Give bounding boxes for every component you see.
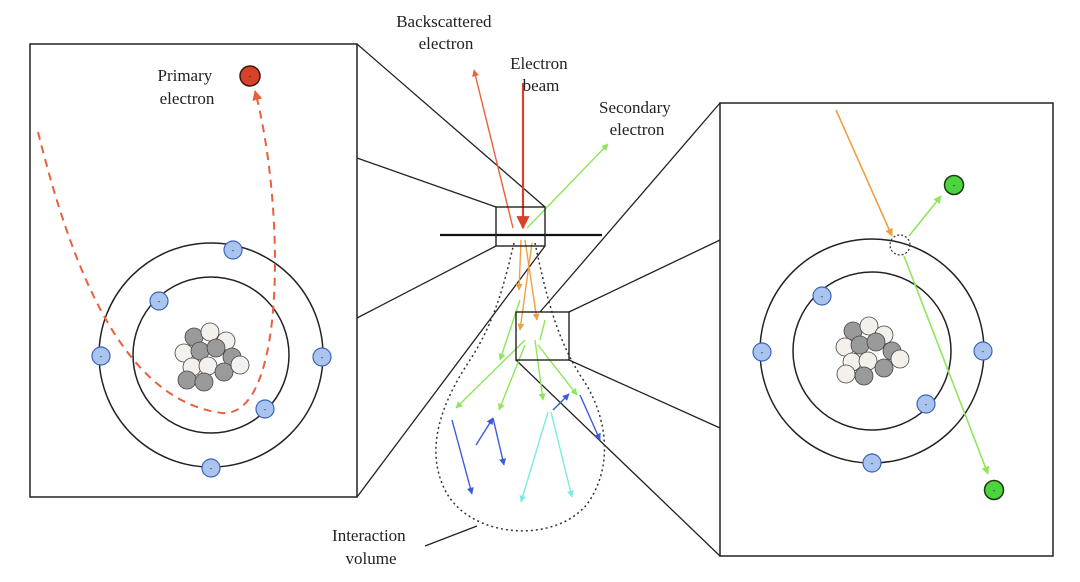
secondary-electron-icon: -: [983, 479, 1005, 501]
vacancy-circle: [889, 234, 911, 256]
svg-text:-: -: [925, 400, 928, 409]
zoom-box-interior: [515, 311, 570, 361]
svg-text:-: -: [100, 352, 103, 361]
left-zoom-panel: - - - - - - - Primary electron: [29, 43, 358, 498]
svg-text:-: -: [761, 348, 764, 357]
svg-text:-: -: [264, 405, 267, 414]
secondary-emission-arrow: [908, 195, 942, 237]
secondary-electron-icon: -: [943, 174, 965, 196]
orbital-electron-icon: -: [223, 240, 243, 260]
orbital-electron-icon: -: [149, 291, 169, 311]
primary-electron-label: Primary electron: [157, 66, 216, 108]
orbital-electron-icon: -: [812, 286, 832, 306]
interaction-volume-outline: [435, 242, 606, 532]
right-zoom-panel: - - - - - - -: [719, 102, 1054, 557]
secondary-electron-label: Secondary electron: [599, 98, 675, 139]
primary-electron-icon: -: [239, 65, 261, 87]
orbital-electron-icon: -: [752, 342, 772, 362]
interaction-volume-label: Interaction volume: [332, 526, 410, 568]
svg-text:-: -: [321, 353, 324, 362]
inner-orbit: [132, 276, 290, 434]
orbital-electron-icon: -: [916, 394, 936, 414]
orange-electron-paths: [515, 239, 540, 331]
primary-electron-path: [37, 90, 276, 415]
backscattered-arrow: [472, 69, 514, 229]
scattered-primary-arrow: [903, 255, 990, 475]
secondary-escape-arrow: [526, 143, 609, 229]
svg-text:-: -: [982, 347, 985, 356]
nucleus-icon: [174, 322, 250, 392]
orbital-electron-icon: -: [255, 399, 275, 419]
blue-electron-paths: [451, 393, 601, 495]
specimen-center: [424, 69, 609, 547]
electron-beam-label: Electron beam: [510, 54, 572, 95]
orbital-electron-icon: -: [312, 347, 332, 367]
nucleus-icon: [835, 316, 910, 386]
zoom-box-surface: [495, 206, 546, 247]
orbital-electron-icon: -: [91, 346, 111, 366]
green-electron-paths: [455, 299, 578, 411]
svg-text:-: -: [158, 297, 161, 306]
interaction-volume-pointer: [424, 525, 478, 547]
svg-text:-: -: [871, 459, 874, 468]
zoom-connector-lines: [356, 43, 721, 557]
orbital-electron-icon: -: [973, 341, 993, 361]
orbital-electron-icon: -: [862, 453, 882, 473]
incoming-primary-arrow: [835, 109, 893, 237]
cyan-electron-paths: [519, 411, 574, 503]
svg-text:-: -: [953, 181, 956, 190]
backscattered-electron-label: Backscattered electron: [396, 12, 496, 53]
svg-text:-: -: [821, 292, 824, 301]
svg-text:-: -: [210, 464, 213, 473]
svg-text:-: -: [249, 72, 252, 81]
orbital-electron-icon: -: [201, 458, 221, 478]
svg-text:-: -: [232, 246, 235, 255]
svg-text:-: -: [993, 486, 996, 495]
inner-orbit: [792, 271, 952, 431]
